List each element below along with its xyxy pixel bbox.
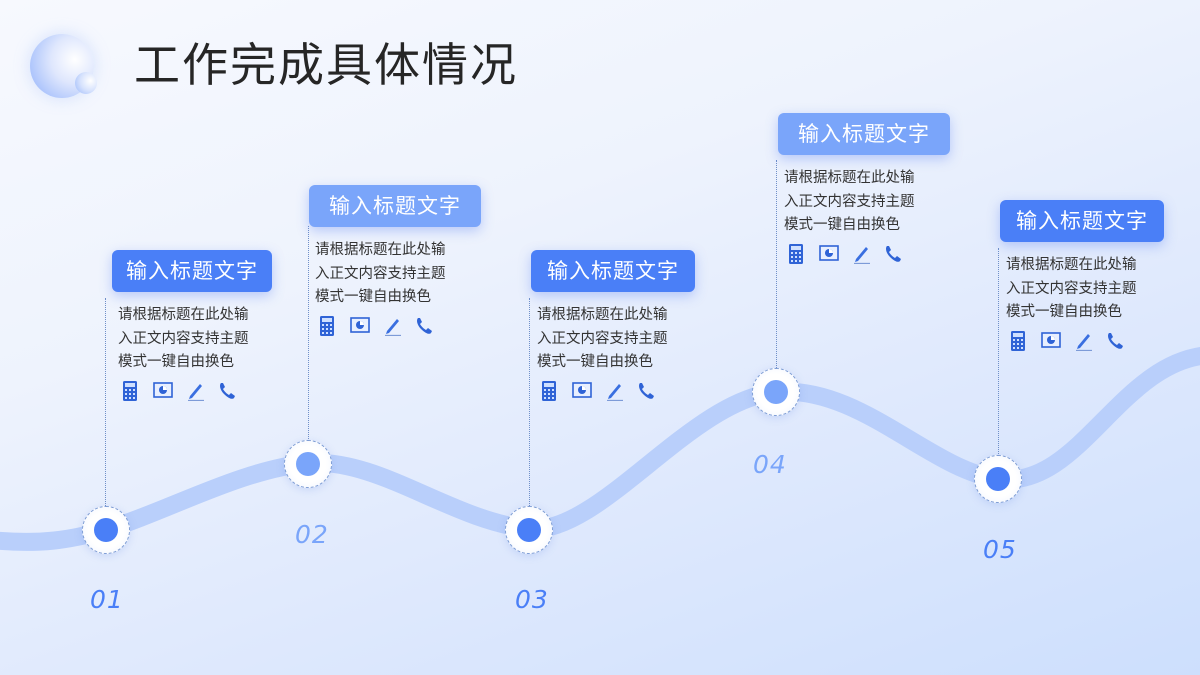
connector-line-2 [308, 226, 309, 441]
step-body-2: 请根据标题在此处输入正文内容支持主题模式一键自由换色 [315, 242, 446, 305]
phone-icon [1106, 331, 1123, 351]
node-dot [986, 467, 1010, 491]
presentation-icon [819, 244, 839, 264]
pen-icon [606, 381, 623, 401]
node-dot [764, 380, 788, 404]
node-dot [296, 452, 320, 476]
step-number-4: 04 [753, 450, 787, 479]
connector-line-5 [998, 248, 999, 458]
step-card-2: 输入标题文字 请根据标题在此处输入正文内容支持主题模式一键自由换色 [309, 185, 519, 336]
node-dot [94, 518, 118, 542]
step-icons-3 [531, 379, 741, 401]
connector-line-3 [529, 298, 530, 508]
step-card-1: 输入标题文字 请根据标题在此处输入正文内容支持主题模式一键自由换色 [112, 250, 322, 401]
step-card-4: 输入标题文字 请根据标题在此处输入正文内容支持主题模式一键自由换色 [778, 113, 988, 264]
step-title-1[interactable]: 输入标题文字 [112, 250, 272, 292]
connector-line-1 [105, 298, 106, 508]
connector-line-4 [776, 160, 777, 370]
step-title-5[interactable]: 输入标题文字 [1000, 200, 1164, 242]
step-number-2: 02 [295, 520, 329, 549]
timeline-node-2[interactable] [284, 440, 332, 488]
step-body-1: 请根据标题在此处输入正文内容支持主题模式一键自由换色 [118, 307, 249, 370]
phone-icon [218, 381, 235, 401]
step-number-5: 05 [983, 535, 1017, 564]
calculator-icon [319, 315, 336, 336]
timeline-node-4[interactable] [752, 368, 800, 416]
pen-icon [384, 316, 401, 336]
step-body-5: 请根据标题在此处输入正文内容支持主题模式一键自由换色 [1006, 257, 1137, 320]
calculator-icon [1010, 330, 1027, 351]
step-card-5: 输入标题文字 请根据标题在此处输入正文内容支持主题模式一键自由换色 [1000, 200, 1200, 351]
page-title: 工作完成具体情况 [134, 38, 518, 92]
step-icons-4 [778, 242, 988, 264]
phone-icon [884, 244, 901, 264]
presentation-icon [572, 381, 592, 401]
step-title-2[interactable]: 输入标题文字 [309, 185, 481, 227]
timeline-node-1[interactable] [82, 506, 130, 554]
pen-icon [187, 381, 204, 401]
calculator-icon [788, 243, 805, 264]
step-title-3[interactable]: 输入标题文字 [531, 250, 695, 292]
pen-icon [853, 244, 870, 264]
presentation-icon [153, 381, 173, 401]
phone-icon [415, 316, 432, 336]
step-title-4[interactable]: 输入标题文字 [778, 113, 950, 155]
step-body-4: 请根据标题在此处输入正文内容支持主题模式一键自由换色 [784, 170, 915, 233]
presentation-icon [1041, 331, 1061, 351]
decorative-bubble-small [75, 72, 97, 94]
timeline-node-5[interactable] [974, 455, 1022, 503]
phone-icon [637, 381, 654, 401]
step-number-3: 03 [515, 585, 549, 614]
presentation-icon [350, 316, 370, 336]
step-icons-2 [309, 314, 519, 336]
calculator-icon [122, 380, 139, 401]
step-icons-5 [1000, 329, 1200, 351]
step-card-3: 输入标题文字 请根据标题在此处输入正文内容支持主题模式一键自由换色 [531, 250, 741, 401]
step-icons-1 [112, 379, 322, 401]
node-dot [517, 518, 541, 542]
timeline-node-3[interactable] [505, 506, 553, 554]
step-number-1: 01 [90, 585, 124, 614]
calculator-icon [541, 380, 558, 401]
step-body-3: 请根据标题在此处输入正文内容支持主题模式一键自由换色 [537, 307, 668, 370]
pen-icon [1075, 331, 1092, 351]
